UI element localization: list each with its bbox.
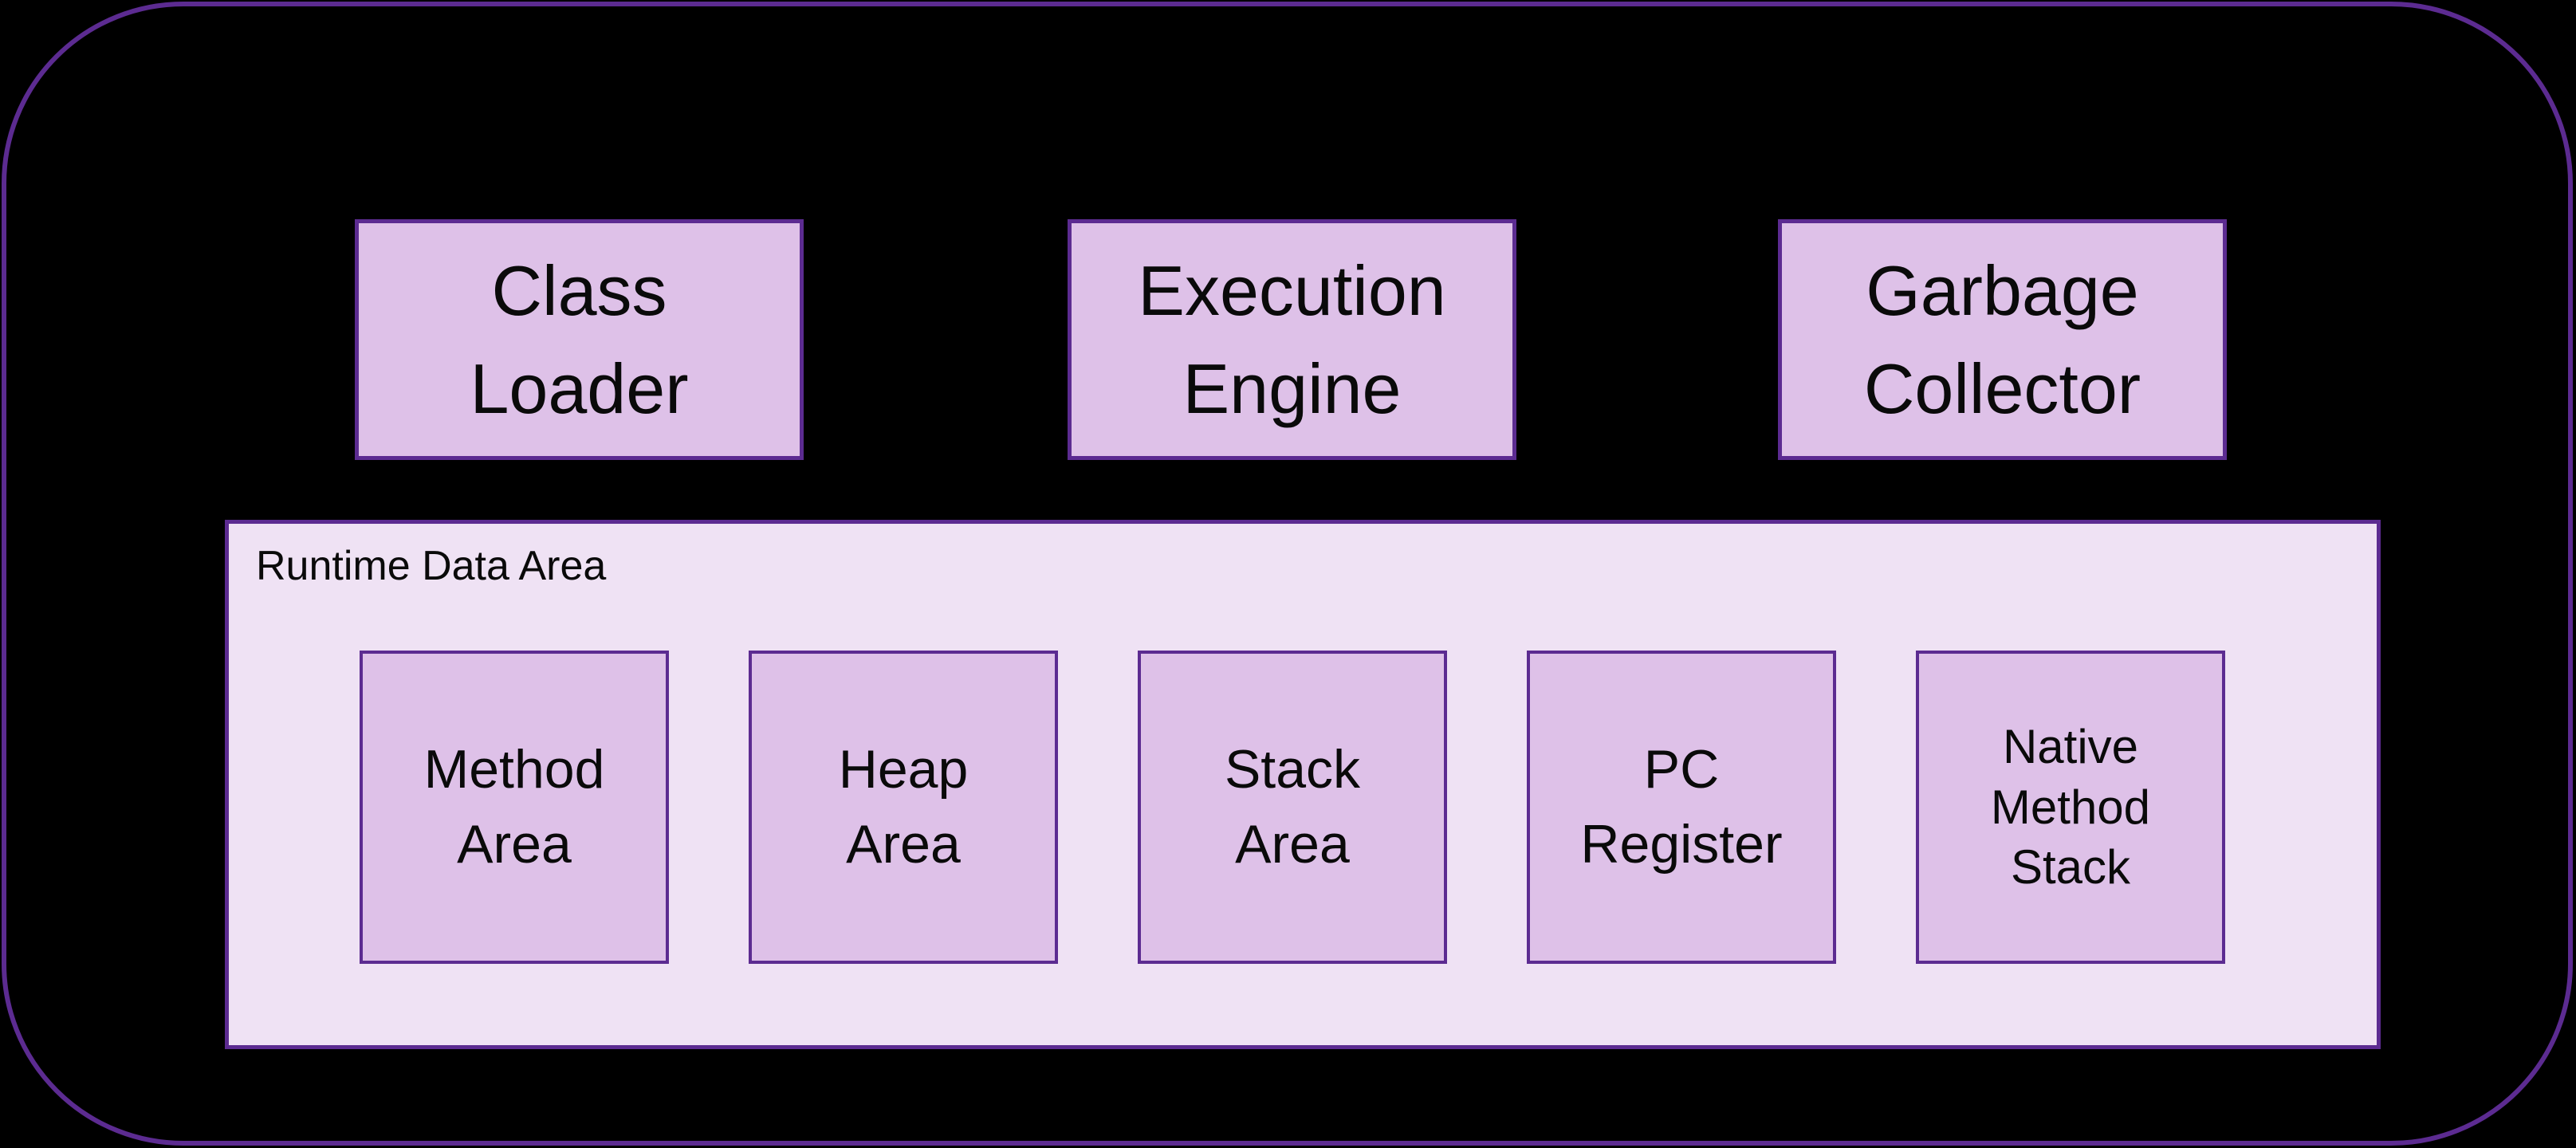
garbage-collector-box: Garbage Collector <box>1778 219 2227 460</box>
pc-register-box: PC Register <box>1527 651 1836 964</box>
runtime-data-area-panel: Runtime Data Area Method Area Heap Area … <box>225 520 2381 1049</box>
class-loader-label: Class Loader <box>470 250 689 428</box>
native-method-stack-label: Native Method Stack <box>1990 720 2151 894</box>
heap-area-label: Heap Area <box>838 738 969 875</box>
heap-area-box: Heap Area <box>749 651 1058 964</box>
runtime-data-area-title: Runtime Data Area <box>256 543 607 589</box>
garbage-collector-label: Garbage Collector <box>1863 250 2141 428</box>
method-area-box: Method Area <box>360 651 669 964</box>
native-method-stack-box: Native Method Stack <box>1916 651 2225 964</box>
execution-engine-box: Execution Engine <box>1068 219 1516 460</box>
execution-engine-label: Execution Engine <box>1138 250 1446 428</box>
stack-area-label: Stack Area <box>1224 738 1361 875</box>
stack-area-box: Stack Area <box>1138 651 1447 964</box>
method-area-label: Method Area <box>423 738 605 875</box>
class-loader-box: Class Loader <box>355 219 804 460</box>
pc-register-label: PC Register <box>1580 738 1783 875</box>
